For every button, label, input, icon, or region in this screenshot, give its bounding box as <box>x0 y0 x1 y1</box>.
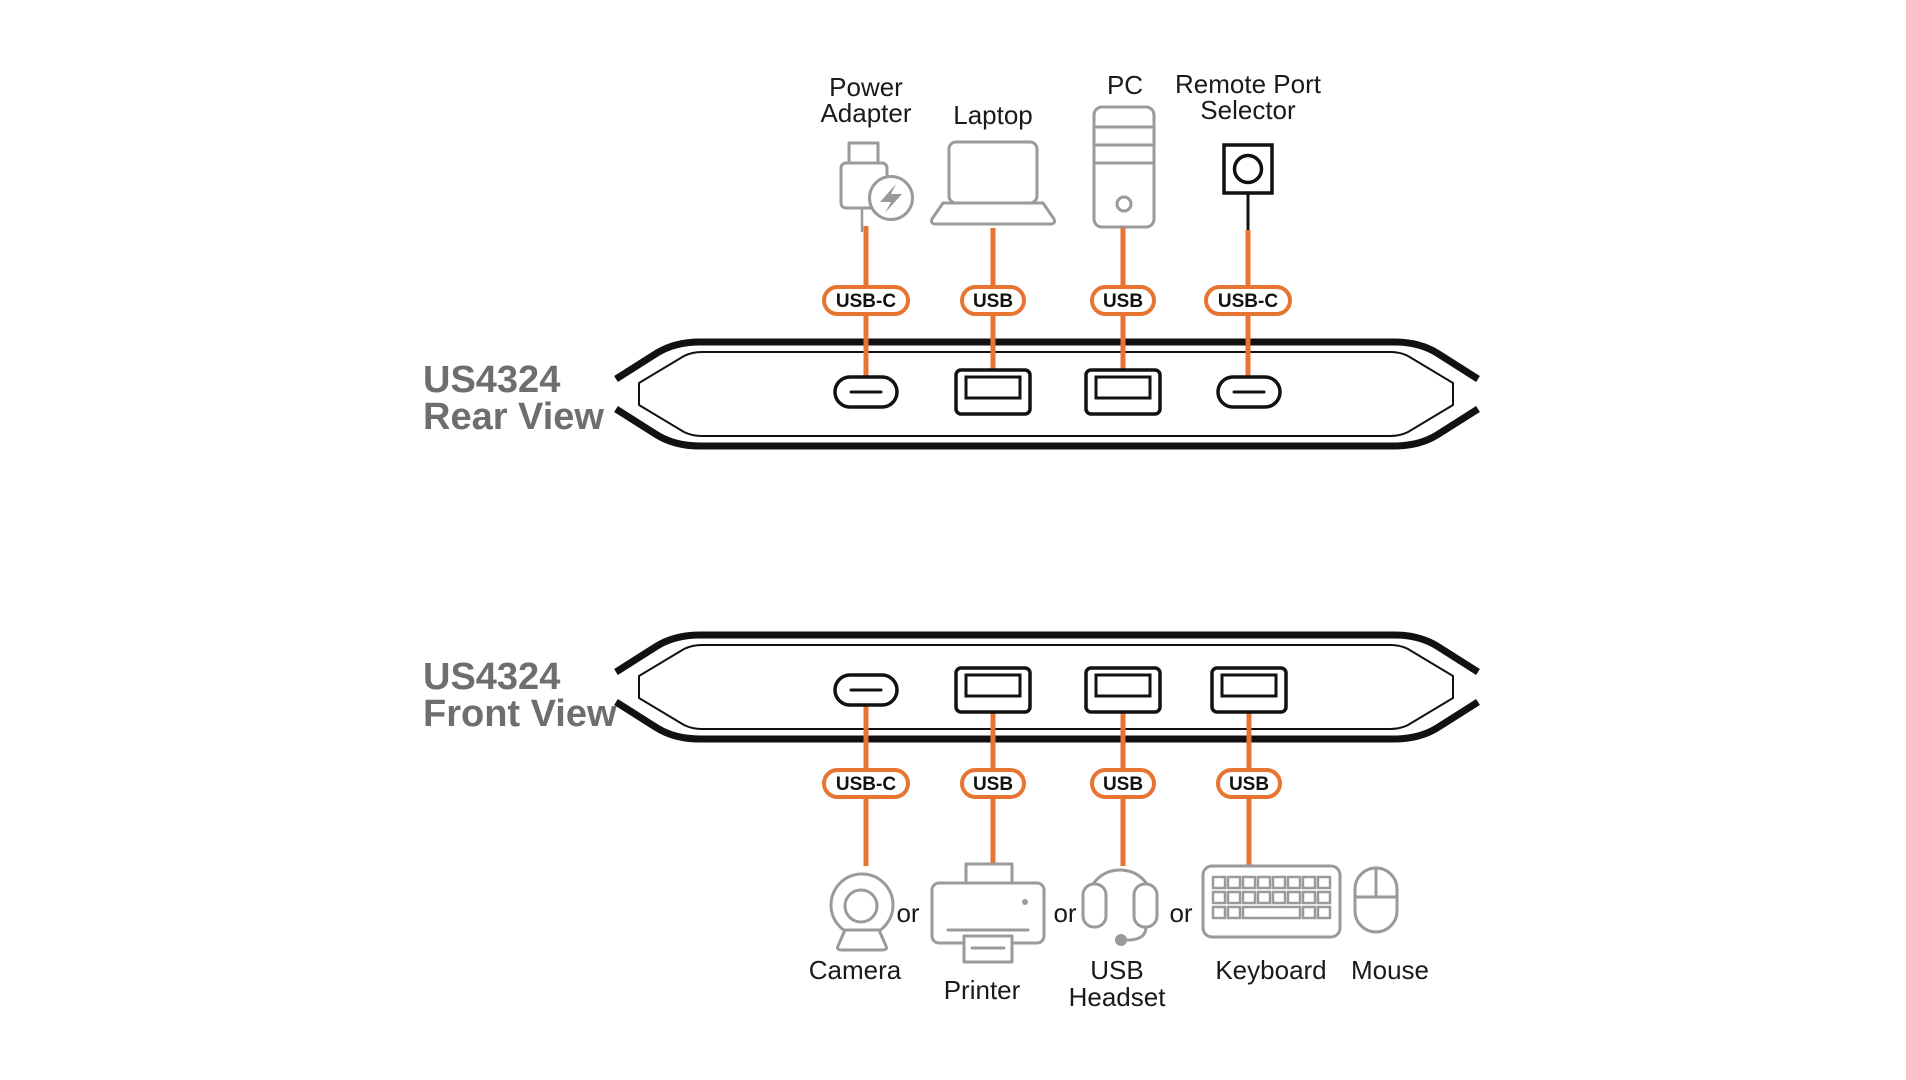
remote-port-selector-label-line2: Selector <box>1200 95 1296 125</box>
camera-label: Camera <box>809 955 902 985</box>
camera-icon <box>829 872 895 952</box>
usb-headset-icon <box>1081 868 1159 946</box>
rear-port-usb-c-2 <box>1216 375 1282 409</box>
front-port-usb-a-1 <box>954 666 1032 714</box>
front-view-title-line1: US4324 <box>423 656 560 698</box>
front-port-usb-c <box>833 673 899 707</box>
power-adapter-label-line2: Adapter <box>820 98 911 128</box>
laptop-icon <box>930 140 1056 226</box>
rear-port-usb-c-1 <box>833 375 899 409</box>
rear-badge-usb-1: USB <box>960 285 1026 316</box>
rear-badge-usb-2: USB <box>1090 285 1156 316</box>
front-badge-usb-2: USB <box>1090 768 1156 799</box>
laptop-label: Laptop <box>953 100 1033 130</box>
top-device-laptop: Laptop <box>930 100 1056 226</box>
front-ports <box>833 666 1288 714</box>
remote-port-selector-icon <box>1222 143 1274 232</box>
rear-view-section: US4324 Rear View <box>423 226 1478 446</box>
rear-port-usb-a-1 <box>954 368 1032 416</box>
keyboard-label: Keyboard <box>1215 955 1326 985</box>
rear-badge-usb-c-1-label: USB-C <box>836 291 896 312</box>
front-badge-usb-1: USB <box>960 768 1026 799</box>
rear-badge-usb-1-label: USB <box>973 291 1013 312</box>
power-adapter-label-line1: Power <box>829 72 903 102</box>
rear-port-usb-a-2 <box>1084 368 1162 416</box>
rear-badge-usb-c-2-label: USB-C <box>1218 291 1278 312</box>
front-view-title-line2: Front View <box>423 693 617 735</box>
front-badge-usb-c-label: USB-C <box>836 774 896 795</box>
top-device-power-adapter: Power Adapter <box>820 72 914 233</box>
bottom-device-keyboard: Keyboard <box>1201 864 1342 985</box>
front-view-section: US4324 Front View <box>423 635 1478 866</box>
rear-view-title-line2: Rear View <box>423 396 604 438</box>
rear-ports <box>833 368 1282 416</box>
rear-view-title-line1: US4324 <box>423 359 560 401</box>
top-device-remote-port-selector: Remote Port Selector <box>1175 69 1322 232</box>
usb-headset-label-line1: USB <box>1090 955 1143 985</box>
front-port-usb-a-3 <box>1210 666 1288 714</box>
front-badge-usb-1-label: USB <box>973 774 1013 795</box>
bottom-device-mouse: Mouse <box>1351 866 1429 985</box>
power-adapter-icon <box>839 141 914 233</box>
keyboard-icon <box>1201 864 1342 939</box>
pc-label: PC <box>1107 70 1143 100</box>
printer-icon <box>930 862 1046 964</box>
or-label-1: or <box>896 898 919 928</box>
remote-port-selector-label-line1: Remote Port <box>1175 69 1322 99</box>
bottom-devices-row: Camera or Printer or USB <box>809 862 1429 1012</box>
front-badge-usb-2-label: USB <box>1103 774 1143 795</box>
printer-label: Printer <box>944 975 1021 1005</box>
rear-badge-usb-c-1: USB-C <box>822 285 910 316</box>
bottom-device-usb-headset: USB Headset <box>1069 868 1167 1012</box>
front-badge-usb-3: USB <box>1216 768 1282 799</box>
front-view-device-body <box>616 635 1478 739</box>
or-label-2: or <box>1053 898 1076 928</box>
pc-icon <box>1092 105 1156 229</box>
front-port-badges: USB-C USB USB USB <box>822 768 1282 799</box>
bottom-device-printer: Printer <box>930 862 1046 1005</box>
top-device-pc: PC <box>1092 70 1156 229</box>
or-label-3: or <box>1169 898 1192 928</box>
mouse-label: Mouse <box>1351 955 1429 985</box>
rear-badge-usb-c-2: USB-C <box>1204 285 1292 316</box>
front-port-usb-a-2 <box>1084 666 1162 714</box>
rear-port-badges: USB-C USB USB USB-C <box>822 285 1292 316</box>
mouse-icon <box>1353 866 1399 934</box>
front-badge-usb-3-label: USB <box>1229 774 1269 795</box>
rear-view-device-body <box>616 342 1478 446</box>
front-badge-usb-c: USB-C <box>822 768 910 799</box>
bottom-device-camera: Camera <box>809 872 902 985</box>
usb-headset-label-line2: Headset <box>1069 982 1167 1012</box>
top-devices-row: Power Adapter Laptop PC <box>820 69 1322 233</box>
rear-badge-usb-2-label: USB <box>1103 291 1143 312</box>
